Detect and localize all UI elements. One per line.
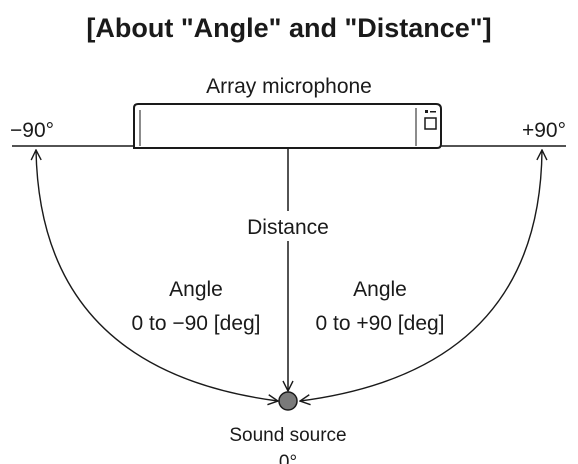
left-range-value: 0 to −90 [deg] — [131, 312, 260, 335]
microphone-body — [133, 103, 442, 149]
right-angle-arc — [300, 150, 542, 401]
diagram-title: [About "Angle" and "Distance"] — [86, 13, 491, 43]
left-angle-arc — [36, 150, 278, 401]
port-icon — [424, 117, 437, 130]
array-microphone — [133, 103, 442, 149]
right-range-value: 0 to +90 [deg] — [315, 312, 444, 335]
sound-source-icon — [278, 391, 298, 411]
distance-label: Distance — [247, 216, 329, 239]
led-icon — [430, 111, 436, 113]
sound-source-label: Sound source — [229, 425, 346, 446]
left-angle-label: −90° — [10, 119, 54, 142]
left-range-title: Angle — [169, 278, 223, 301]
right-range-title: Angle — [353, 278, 407, 301]
sound-source-angle: 0° — [279, 452, 297, 464]
microphone-label: Array microphone — [206, 75, 372, 98]
led-icon — [425, 110, 428, 113]
right-angle-label: +90° — [522, 119, 566, 142]
